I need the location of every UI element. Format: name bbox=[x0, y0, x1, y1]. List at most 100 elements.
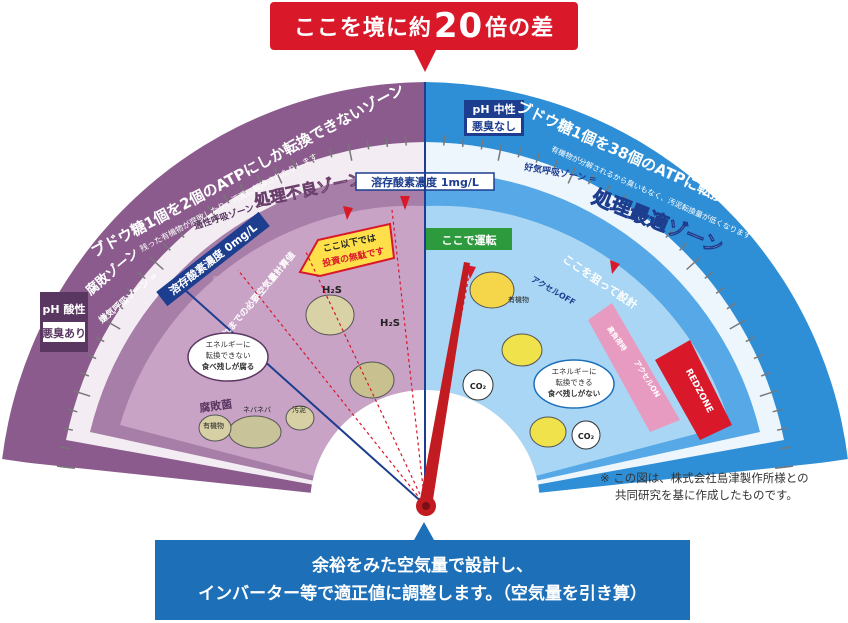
tick-mark bbox=[753, 353, 764, 360]
footnote: ※ この図は、株式会社島津製作所様との 共同研究を基に作成したものです。 bbox=[600, 470, 840, 504]
tick-mark bbox=[679, 242, 688, 251]
tick-mark bbox=[191, 217, 199, 226]
redzone-band bbox=[655, 340, 732, 440]
footnote-line1: ※ この図は、株式会社島津製作所様との bbox=[600, 471, 809, 485]
tick-mark bbox=[149, 256, 164, 271]
bacteria-icon bbox=[305, 294, 355, 336]
tick-mark bbox=[137, 271, 146, 279]
tick-mark bbox=[256, 174, 263, 185]
left-energy-line1: エネルギーに bbox=[206, 340, 251, 349]
tick-mark bbox=[79, 371, 90, 377]
tick-mark bbox=[385, 136, 389, 148]
bacteria-icon bbox=[529, 416, 567, 448]
gauge-needle bbox=[419, 262, 470, 506]
tick-mark bbox=[780, 446, 791, 450]
tick-mark bbox=[86, 353, 97, 360]
tick-mark bbox=[347, 142, 353, 161]
bottom-line2: インバーター等で適正値に調整します。（空気量を引き算） bbox=[198, 584, 647, 604]
bacteria-icon bbox=[285, 405, 315, 431]
bacteria-icon bbox=[469, 271, 515, 309]
bacteria-icon bbox=[501, 333, 543, 367]
do-zero-box bbox=[156, 211, 270, 307]
tick-mark bbox=[239, 184, 246, 194]
do-zero-line bbox=[184, 289, 426, 506]
top-arrow-icon bbox=[414, 50, 436, 72]
right-odor-label: 悪臭なし bbox=[472, 119, 516, 133]
tick-mark bbox=[480, 139, 484, 150]
tick-mark bbox=[567, 166, 577, 184]
tick-mark bbox=[760, 371, 771, 377]
right-ph-label: pH 中性 bbox=[473, 102, 516, 116]
tick-mark bbox=[759, 389, 778, 397]
tick-mark bbox=[631, 205, 644, 221]
tick-mark bbox=[104, 319, 121, 330]
tick-mark bbox=[775, 465, 794, 469]
right-energy-line1: エネルギーに bbox=[552, 367, 597, 376]
bottom-message-box: 余裕をみた空気量で設計し、 インバーター等で適正値に調整します。（空気量を引き算… bbox=[155, 540, 690, 620]
waste-callout: ここ以下では 投資の無駄です bbox=[298, 222, 396, 278]
tick-mark bbox=[772, 408, 783, 413]
tick-mark bbox=[176, 229, 185, 238]
left-odor-box bbox=[43, 322, 85, 342]
tick-mark bbox=[686, 256, 701, 271]
left-zone bbox=[2, 82, 425, 505]
marker-triangle-icon bbox=[610, 260, 620, 274]
bottom-arrow-icon bbox=[414, 522, 434, 540]
right-odor-box bbox=[467, 118, 521, 133]
h2s-label-2: H₂S bbox=[380, 318, 400, 329]
tick-mark bbox=[587, 174, 594, 185]
tick-mark bbox=[745, 336, 756, 343]
tick-mark bbox=[206, 205, 219, 221]
h2s-label-1: H₂S bbox=[322, 285, 342, 296]
tick-mark bbox=[72, 389, 91, 397]
banner-suffix: 倍の差 bbox=[485, 16, 555, 41]
run-here-box bbox=[426, 228, 512, 250]
necessary-air-box bbox=[213, 276, 305, 312]
tick-mark bbox=[553, 159, 559, 170]
tick-mark bbox=[715, 286, 725, 295]
co2-label-1: CO₂ bbox=[470, 382, 487, 391]
tick-mark bbox=[62, 427, 74, 431]
tick-mark bbox=[604, 184, 611, 194]
tick-mark bbox=[620, 194, 628, 204]
banner-number: 20 bbox=[433, 6, 484, 46]
kabi-label-1: 有機物 bbox=[203, 421, 224, 430]
banner-prefix: ここを境に約 bbox=[293, 16, 432, 41]
tick-mark bbox=[535, 152, 541, 163]
right-bacteria-illustrations: CO₂ CO₂ 有機物 bbox=[462, 271, 601, 450]
tick-mark bbox=[309, 152, 315, 163]
tick-mark bbox=[125, 286, 135, 295]
right-energy-line2: 転換できる bbox=[555, 377, 592, 387]
tick-mark bbox=[114, 302, 124, 310]
tick-mark bbox=[94, 336, 105, 343]
footnote-line2: 共同研究を基に作成したものです。 bbox=[615, 488, 798, 502]
tick-mark bbox=[461, 136, 465, 148]
run-here-label: ここで運転 bbox=[442, 233, 497, 247]
left-bacteria-illustrations: H₂S H₂S 有機物 ネバネバ 汚泥 bbox=[198, 285, 400, 449]
co2-bubble-icon bbox=[571, 420, 601, 450]
high-load-band bbox=[588, 303, 680, 432]
left-odor-label: 悪臭あり bbox=[42, 326, 86, 340]
left-energy-line2: 転換できない bbox=[206, 350, 251, 360]
putrid-label: 腐敗菌 bbox=[198, 397, 233, 415]
tick-mark bbox=[366, 139, 370, 150]
marker-triangle-icon bbox=[400, 196, 410, 210]
tick-mark bbox=[56, 465, 75, 469]
bottom-line1: 余裕をみた空気量で設計し、 bbox=[312, 556, 533, 576]
tick-mark bbox=[704, 271, 713, 279]
tick-mark bbox=[162, 242, 171, 251]
tick-mark bbox=[273, 166, 283, 184]
tick-mark bbox=[443, 135, 446, 146]
tick-mark bbox=[726, 302, 736, 310]
tick-mark bbox=[665, 229, 674, 238]
tick-mark bbox=[651, 217, 659, 226]
right-energy-note: エネルギーに 転換できる 食べ残しがない bbox=[533, 359, 615, 409]
hub-edges bbox=[1, 459, 848, 506]
left-ph-label: pH 酸性 bbox=[43, 302, 86, 316]
tick-marks bbox=[56, 135, 794, 469]
right-energy-line3: 食べ残しがない bbox=[548, 388, 601, 398]
bacteria-icon bbox=[349, 361, 395, 399]
organic-label: 有機物 bbox=[508, 295, 529, 304]
